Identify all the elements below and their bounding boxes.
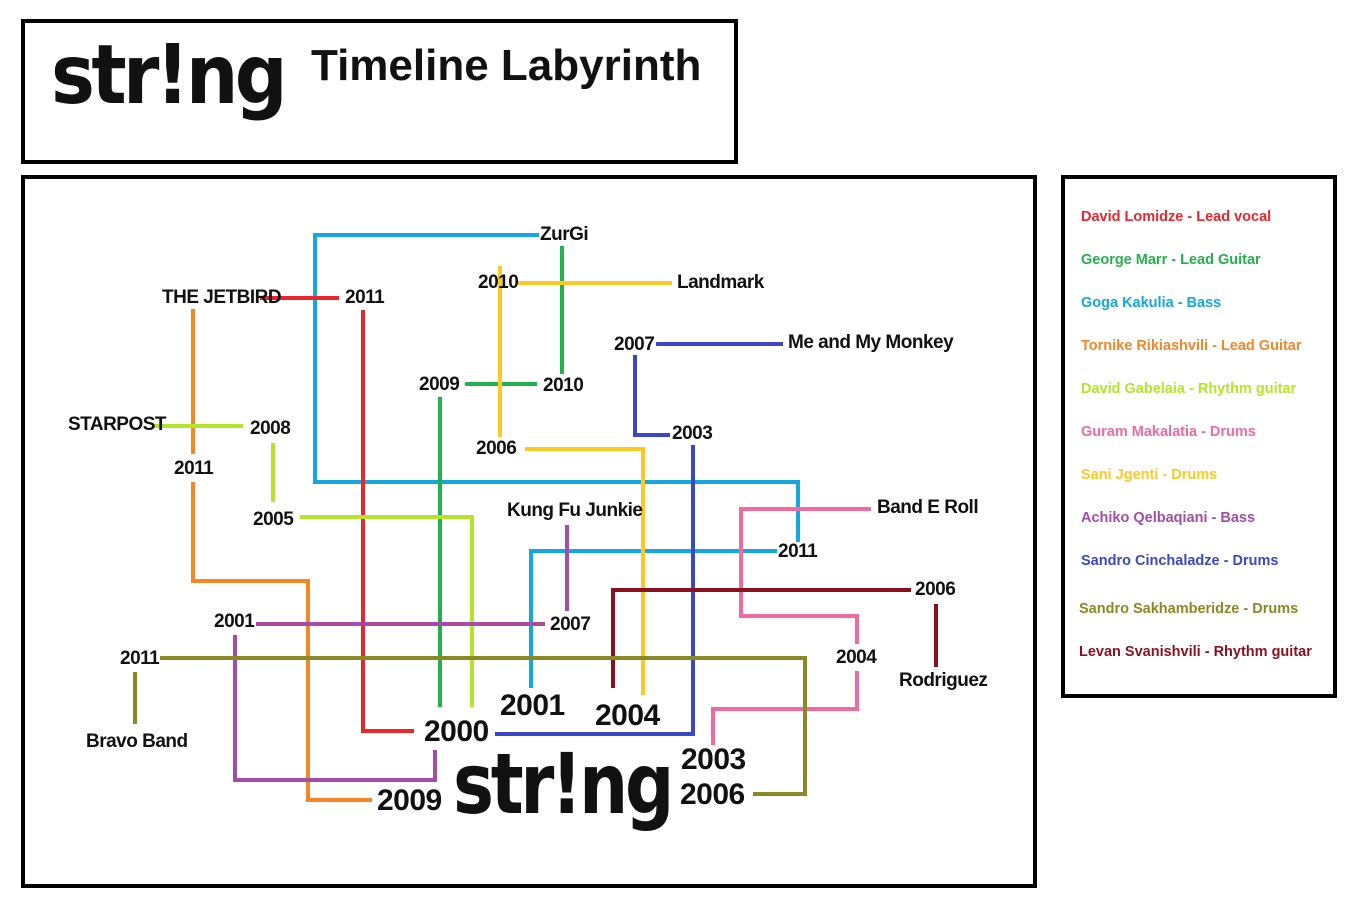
label-year-2007-monkey: 2007 xyxy=(614,334,655,355)
label-year-2004-pink: 2004 xyxy=(836,647,877,668)
label-year-2010-green: 2010 xyxy=(543,375,584,396)
label-year-2011-orange: 2011 xyxy=(174,458,214,479)
label-year-2003-blue: 2003 xyxy=(672,423,713,444)
line-tornike-rikiashvili-2 xyxy=(191,482,372,802)
label-kung-fu-junkie: Kung Fu Junkie xyxy=(507,500,643,521)
label-band-e-roll: Band E Roll xyxy=(877,497,979,518)
string-logo: str!ng xyxy=(51,28,288,123)
label-bravo-band: Bravo Band xyxy=(86,731,188,752)
label-year-2011-cyan: 2011 xyxy=(778,541,818,562)
page-title: Timeline Labyrinth xyxy=(311,41,702,90)
legend-item: George Marr - Lead Guitar xyxy=(1081,252,1261,268)
header-panel: str!ng Timeline Labyrinth xyxy=(21,19,738,164)
legend-item: Sandro Sakhamberidze - Drums xyxy=(1079,601,1299,617)
label-year-2011-jetbird: 2011 xyxy=(345,287,385,308)
label-rodriguez: Rodriguez xyxy=(899,670,988,691)
line-goga-kakulia xyxy=(313,233,800,542)
legend-item: Guram Makalatia - Drums xyxy=(1081,424,1256,440)
line-sani-jgenti-3 xyxy=(525,447,645,695)
label-year-2010-top: 2010 xyxy=(478,272,519,293)
label-year-2007-purple: 2007 xyxy=(550,614,591,635)
legend-item: Goga Kakulia - Bass xyxy=(1081,295,1222,311)
string-center-logo: str!ng xyxy=(453,735,674,833)
label-landmark: Landmark xyxy=(677,272,764,293)
line-sandro-sakhamberidze xyxy=(160,656,807,796)
line-achiko-qelbaqiani-3 xyxy=(233,635,437,782)
legend-item: Tornike Rikiashvili - Lead Guitar xyxy=(1081,338,1302,354)
line-david-lomidze-2 xyxy=(361,310,414,733)
line-sandro-cinchaladze-2 xyxy=(633,355,670,437)
label-year-2009-green: 2009 xyxy=(419,374,460,395)
legend-item: Levan Svanishvili - Rhythm guitar xyxy=(1079,644,1312,660)
label-year-2008: 2008 xyxy=(250,418,291,439)
line-levan-svanishvili xyxy=(611,588,911,688)
timeline-diagram xyxy=(21,175,1037,888)
line-guram-makalatia-2 xyxy=(711,671,859,745)
legend-item: Achiko Qelbaqiani - Bass xyxy=(1081,510,1256,526)
legend-item: David Gabelaia - Rhythm guitar xyxy=(1081,381,1297,397)
line-david-gabelaia-3 xyxy=(300,515,474,707)
label-year-2003-big: 2003 xyxy=(681,743,746,776)
label-year-2006-darkred: 2006 xyxy=(915,579,956,600)
label-year-2001-big: 2001 xyxy=(500,689,565,722)
label-year-2005: 2005 xyxy=(253,509,294,530)
line-guram-makalatia xyxy=(739,507,871,644)
legend-item: Sandro Cinchaladze - Drums xyxy=(1081,553,1279,569)
label-year-2011-olive: 2011 xyxy=(120,648,160,669)
label-year-2001-purple: 2001 xyxy=(214,611,255,632)
label-year-2004-big: 2004 xyxy=(595,699,660,732)
label-the-jetbird: THE JETBIRD xyxy=(162,287,282,308)
legend-item: David Lomidze - Lead vocal xyxy=(1081,209,1272,225)
legend-item: Sani Jgenti - Drums xyxy=(1081,467,1218,483)
label-year-2006-yellow: 2006 xyxy=(476,438,517,459)
label-year-2009-big: 2009 xyxy=(377,784,442,817)
label-me-and-my-monkey: Me and My Monkey xyxy=(788,332,954,353)
label-zurgi: ZurGi xyxy=(540,224,589,245)
label-year-2006-big: 2006 xyxy=(680,778,745,811)
line-sandro-cinchaladze-3 xyxy=(495,445,695,736)
label-starpost: STARPOST xyxy=(68,414,167,435)
label-year-2000-big: 2000 xyxy=(424,715,489,748)
